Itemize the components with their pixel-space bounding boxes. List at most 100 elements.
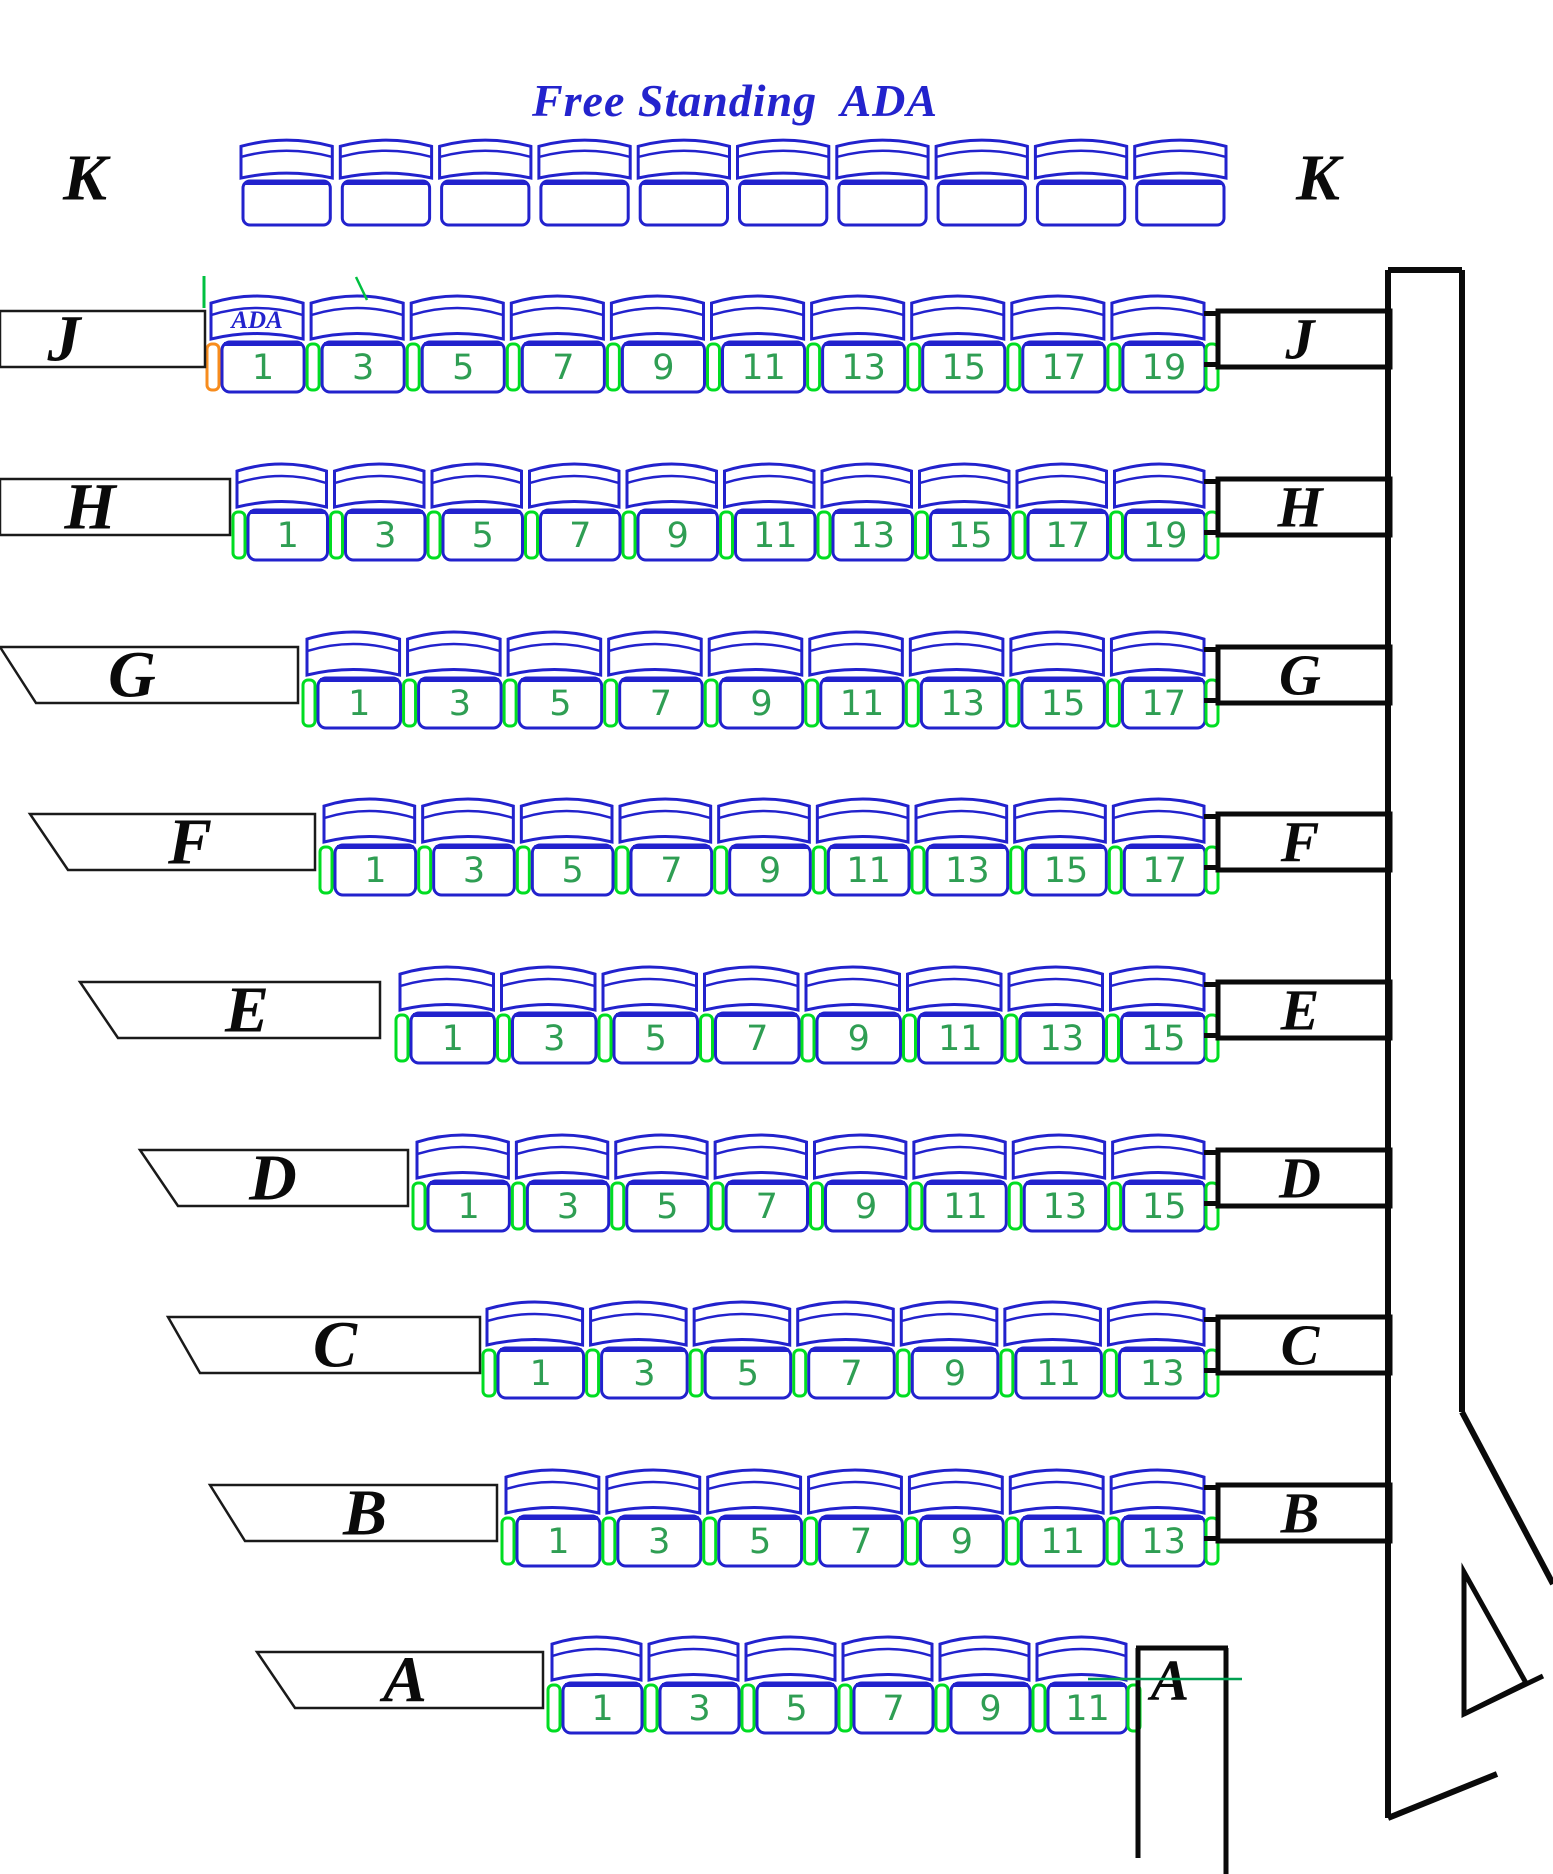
seat-K-3[interactable]: [438, 138, 533, 227]
seat-A-5[interactable]: 5: [740, 1635, 838, 1735]
seat-A-1[interactable]: 1: [546, 1635, 644, 1735]
seat-B-9[interactable]: 9: [903, 1468, 1005, 1568]
seat-E-7[interactable]: 7: [699, 965, 801, 1065]
seat-D-7[interactable]: 7: [709, 1133, 809, 1233]
seat-C-1[interactable]: 1: [481, 1300, 586, 1400]
seat-F-15[interactable]: 15: [1009, 797, 1108, 897]
seat-D-5[interactable]: 5: [610, 1133, 710, 1233]
seat-G-9[interactable]: 9: [703, 630, 805, 730]
seat-K-4[interactable]: [537, 138, 632, 227]
seat-number: 15: [1142, 1187, 1187, 1227]
seat-E-5[interactable]: 5: [597, 965, 699, 1065]
seat-number: 3: [688, 1689, 710, 1729]
seat-number: 1: [458, 1187, 480, 1227]
seat-H-15[interactable]: 15: [914, 462, 1012, 562]
seat-D-1[interactable]: 1: [411, 1133, 511, 1233]
seat-back-icon: [550, 1635, 643, 1682]
seat-J-3[interactable]: 3: [305, 294, 406, 394]
seat-D-3[interactable]: 3: [510, 1133, 611, 1233]
seat-K-9[interactable]: [1033, 138, 1129, 227]
seat-back-band-icon: [907, 977, 1002, 988]
seat-F-17[interactable]: 17: [1107, 797, 1207, 897]
seat-K-7[interactable]: [835, 138, 930, 227]
seat-H-19[interactable]: 19: [1109, 462, 1207, 562]
seat-H-9[interactable]: 9: [621, 462, 719, 562]
seat-J-13[interactable]: 13: [806, 294, 907, 394]
seat-H-11[interactable]: 11: [719, 462, 817, 562]
seat-F-9[interactable]: 9: [713, 797, 812, 897]
seat-back-icon: [717, 797, 811, 844]
seat-B-13[interactable]: 13: [1105, 1468, 1207, 1568]
seat-number: 7: [650, 684, 672, 724]
seat-F-5[interactable]: 5: [515, 797, 615, 897]
seat-B-5[interactable]: 5: [702, 1468, 804, 1568]
seat-G-13[interactable]: 13: [904, 630, 1006, 730]
seat-E-11[interactable]: 11: [902, 965, 1004, 1065]
seat-H-5[interactable]: 5: [426, 462, 524, 562]
seat-back-band-icon: [648, 1647, 739, 1658]
seat-D-9[interactable]: 9: [809, 1133, 909, 1233]
seat-E-3[interactable]: 3: [496, 965, 598, 1065]
seat-H-3[interactable]: 3: [329, 462, 427, 562]
seat-B-7[interactable]: 7: [803, 1468, 904, 1568]
seat-K-8[interactable]: [934, 138, 1029, 227]
seat-B-11[interactable]: 11: [1004, 1468, 1106, 1568]
seat-J-19[interactable]: 19: [1106, 294, 1207, 394]
seat-C-5[interactable]: 5: [688, 1300, 793, 1400]
seat-back-band-icon: [1112, 1145, 1205, 1156]
seat-E-1[interactable]: 1: [394, 965, 496, 1065]
seat-G-15[interactable]: 15: [1005, 630, 1106, 730]
seat-C-11[interactable]: 11: [999, 1300, 1103, 1400]
seat-G-7[interactable]: 7: [603, 630, 704, 730]
row-label-box-right-C: [1215, 1314, 1393, 1376]
seat-B-1[interactable]: 1: [500, 1468, 602, 1568]
seat-A-9[interactable]: 9: [934, 1635, 1032, 1735]
seat-A-3[interactable]: 3: [643, 1635, 741, 1735]
seat-back-icon: [537, 138, 632, 180]
seat-J-7[interactable]: 7: [505, 294, 606, 394]
seat-A-11[interactable]: 11: [1031, 1635, 1129, 1735]
seat-C-13[interactable]: 13: [1102, 1300, 1207, 1400]
seat-number: 13: [945, 851, 990, 891]
seat-H-13[interactable]: 13: [816, 462, 914, 562]
seat-K-5[interactable]: [636, 138, 731, 227]
seat-E-15[interactable]: 15: [1105, 965, 1207, 1065]
seat-C-7[interactable]: 7: [792, 1300, 896, 1400]
seat-number: 13: [1043, 1187, 1088, 1227]
seat-A-7[interactable]: 7: [837, 1635, 935, 1735]
seat-F-7[interactable]: 7: [614, 797, 714, 897]
seat-K-6[interactable]: [736, 138, 831, 227]
seat-H-1[interactable]: 1: [231, 462, 329, 562]
seat-B-3[interactable]: 3: [601, 1468, 703, 1568]
seat-back-icon: [438, 138, 533, 180]
seat-J-11[interactable]: 11: [706, 294, 807, 394]
seat-G-3[interactable]: 3: [402, 630, 503, 730]
seat-F-3[interactable]: 3: [417, 797, 516, 897]
seat-K-2[interactable]: [338, 138, 434, 227]
seat-F-1[interactable]: 1: [318, 797, 418, 897]
seat-C-9[interactable]: 9: [895, 1300, 1000, 1400]
seat-K-1[interactable]: [239, 138, 334, 227]
seat-F-13[interactable]: 13: [910, 797, 1010, 897]
seat-K-10[interactable]: [1133, 138, 1228, 227]
seat-G-11[interactable]: 11: [804, 630, 905, 730]
seat-J-5[interactable]: 5: [405, 294, 506, 394]
seat-J-15[interactable]: 15: [906, 294, 1007, 394]
seat-D-15[interactable]: 15: [1107, 1133, 1207, 1233]
seat-H-7[interactable]: 7: [524, 462, 622, 562]
armrest-bar-icon: [603, 678, 619, 728]
seat-H-17[interactable]: 17: [1011, 462, 1109, 562]
seat-J-17[interactable]: 17: [1006, 294, 1107, 394]
seat-C-3[interactable]: 3: [585, 1300, 689, 1400]
seat-J-9[interactable]: 9: [605, 294, 707, 394]
armrest-bar-icon: [614, 845, 630, 895]
seat-G-1[interactable]: 1: [301, 630, 403, 730]
seat-G-5[interactable]: 5: [502, 630, 604, 730]
seat-E-9[interactable]: 9: [800, 965, 902, 1065]
seat-F-11[interactable]: 11: [811, 797, 911, 897]
seat-G-17[interactable]: 17: [1105, 630, 1207, 730]
seat-D-13[interactable]: 13: [1007, 1133, 1108, 1233]
seat-D-11[interactable]: 11: [908, 1133, 1008, 1233]
seat-E-13[interactable]: 13: [1003, 965, 1105, 1065]
